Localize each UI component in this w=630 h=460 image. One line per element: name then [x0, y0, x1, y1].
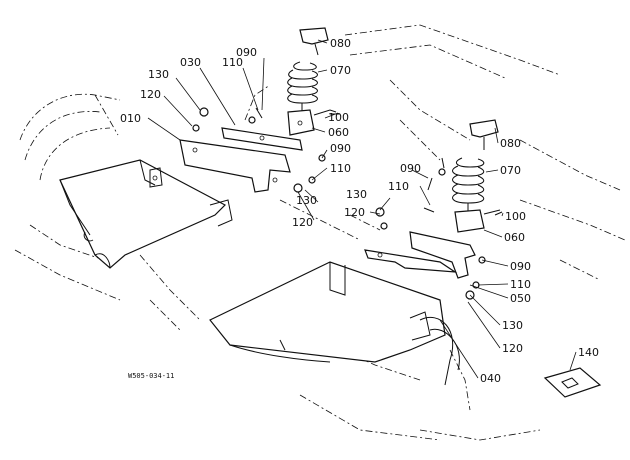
label-090-b: 090 [330, 142, 351, 155]
label-140: 140 [578, 346, 599, 359]
label-090-c: 090 [400, 162, 421, 175]
label-090: 090 [236, 46, 257, 59]
label-030: 030 [180, 56, 201, 69]
bracket-030 [221, 127, 303, 151]
label-110-b: 110 [330, 162, 351, 175]
bracket-050 [364, 231, 476, 279]
label-110-c: 110 [388, 180, 409, 193]
decal-140 [543, 367, 602, 398]
label-100: 100 [328, 111, 349, 124]
label-120-c: 120 [502, 342, 523, 355]
label-120-b: 120 [344, 206, 365, 219]
label-010: 010 [120, 112, 141, 125]
label-060: 060 [328, 126, 349, 139]
label-070-b: 070 [500, 164, 521, 177]
right-spring-assembly [452, 119, 501, 233]
label-130: 130 [148, 68, 169, 81]
label-100-b: 100 [505, 210, 526, 223]
leader-lines [147, 39, 577, 379]
label-110: 110 [222, 56, 243, 69]
bracket-010 [179, 139, 291, 193]
label-130-c: 130 [502, 319, 523, 332]
label-120: 120 [140, 88, 161, 101]
left-deflector-plate [59, 159, 233, 269]
label-130-b: 130 [346, 188, 367, 201]
upper-spring-assembly [287, 27, 337, 136]
label-130-d: 130 [296, 194, 317, 207]
diagram-code: W505-034-11 [128, 372, 174, 380]
lower-deflector-plate [209, 261, 460, 386]
label-050: 050 [510, 292, 531, 305]
label-040: 040 [480, 372, 501, 385]
frame-outline [14, 24, 626, 441]
label-110-d: 110 [510, 278, 531, 291]
label-120-d: 120 [292, 216, 313, 229]
label-080: 080 [330, 37, 351, 50]
label-080-b: 080 [500, 137, 521, 150]
label-070: 070 [330, 64, 351, 77]
label-090-d: 090 [510, 260, 531, 273]
label-060-b: 060 [504, 231, 525, 244]
part-labels: 010 030 110 090 130 120 080 070 100 060 … [120, 37, 599, 385]
